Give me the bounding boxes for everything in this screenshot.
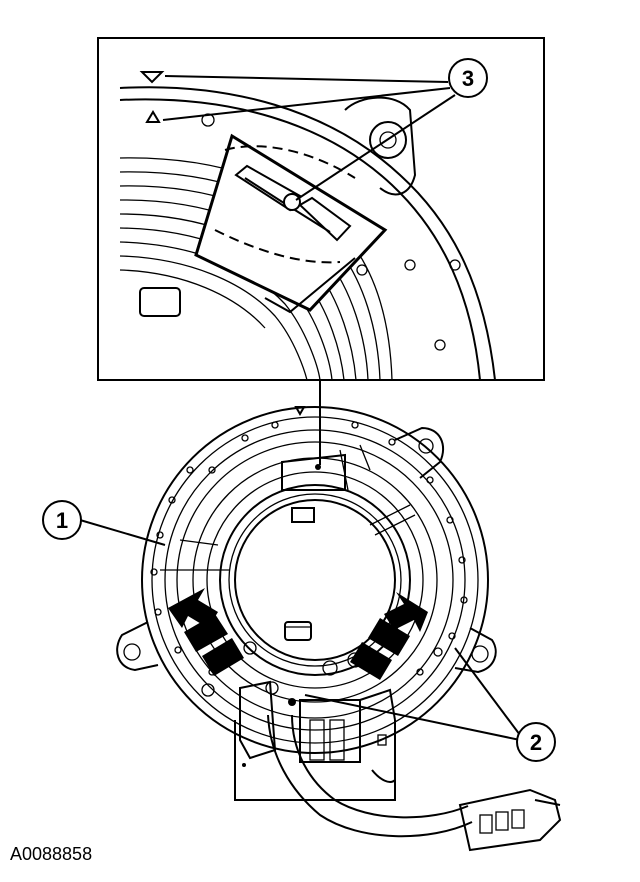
leader-line-2a xyxy=(454,647,521,736)
leader-line-1 xyxy=(79,519,166,546)
leader-line-3b xyxy=(162,87,451,121)
inset-clockspring-closeup xyxy=(119,71,496,380)
leader-line-2b xyxy=(304,694,521,741)
alignment-triangle-down-icon xyxy=(139,71,165,84)
callout-2: 2 xyxy=(304,647,556,762)
callout-3: 3 xyxy=(162,58,488,201)
mounting-ear-top-right xyxy=(394,426,445,479)
housing-outer-ring xyxy=(141,406,489,754)
mounting-ear-right xyxy=(454,627,497,674)
rotor-center-opening xyxy=(234,499,396,661)
leader-line-3a xyxy=(164,75,449,83)
mounting-ear-left xyxy=(116,621,159,672)
wiring-harness xyxy=(267,714,562,852)
release-arrow-left-icon xyxy=(168,588,244,676)
figure-id: A0088858 xyxy=(10,844,93,864)
clockspring-assembly xyxy=(116,406,562,852)
top-triangle-mark-icon xyxy=(294,406,306,417)
callout-label-3: 3 xyxy=(462,66,474,91)
callout-label-1: 1 xyxy=(56,508,68,533)
alignment-triangle-up-icon xyxy=(145,110,161,123)
leader-line-3c xyxy=(295,94,456,201)
release-arrow-right-icon xyxy=(350,592,428,680)
detail-inset xyxy=(97,37,545,381)
callout-label-2: 2 xyxy=(530,730,542,755)
callout-1: 1 xyxy=(42,500,166,546)
